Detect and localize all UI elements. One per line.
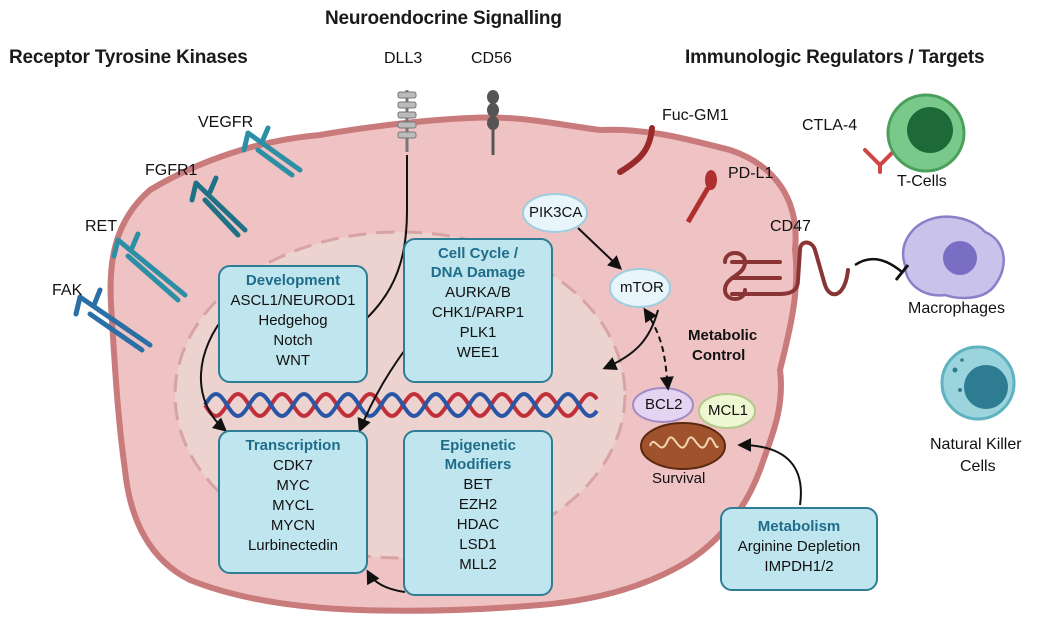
mtor-node	[609, 268, 671, 308]
macrophage-icon	[901, 215, 1005, 300]
fgfr1-receptor-icon	[189, 175, 248, 238]
label-pdl1: PD-L1	[728, 165, 774, 182]
metabolism-list: Arginine Depletion IMPDH1/2	[722, 537, 876, 577]
mitochondrion-icon	[640, 422, 726, 470]
cd47-inhibit-bar	[894, 264, 910, 281]
label-fgfr1: FGFR1	[145, 162, 198, 179]
label-control: Control	[692, 347, 746, 364]
pik3ca-node	[522, 193, 588, 233]
development-to-transcription-arrow	[199, 311, 229, 432]
list-item: BET	[463, 476, 493, 493]
list-item: Hedgehog	[258, 312, 328, 329]
label-pik3ca: PIK3CA	[529, 204, 583, 221]
pdl1-icon	[685, 170, 717, 224]
label-metabolic: Metabolic	[688, 327, 758, 344]
fucgm1-icon	[617, 125, 655, 175]
list-item: PLK1	[459, 324, 497, 341]
label-dll3: DLL3	[384, 50, 423, 67]
label-survival: Survival	[652, 470, 706, 487]
list-item: HDAC	[456, 516, 500, 533]
label-ctla4: CTLA-4	[802, 117, 858, 134]
ctla4-icon	[863, 148, 897, 174]
mcl1-node	[698, 393, 756, 429]
cellcycle-list: AURKA/B CHK1/PARP1 PLK1 WEE1	[405, 283, 551, 363]
list-item: WEE1	[456, 344, 500, 361]
list-item: MYC	[276, 477, 310, 494]
label-cd47: CD47	[770, 218, 811, 235]
nk-cell-icon	[940, 345, 1016, 421]
list-item: MLL2	[459, 556, 497, 573]
transcription-title: Transcription	[245, 437, 341, 454]
header-receptor-tyrosine-kinases: Receptor Tyrosine Kinases	[9, 47, 248, 68]
dna-helix	[203, 392, 599, 418]
label-mtor: mTOR	[620, 279, 664, 296]
header-immunologic-regulators: Immunologic Regulators / Targets	[685, 47, 985, 68]
list-item: WNT	[275, 352, 311, 369]
cd47-icon	[722, 240, 850, 301]
label-natural-killer: Natural Killer	[930, 436, 1022, 453]
vegfr-receptor-icon	[241, 125, 303, 178]
list-item: Notch	[273, 332, 313, 349]
pik3ca-to-mtor-arrow	[577, 227, 623, 270]
label-vegfr: VEGFR	[198, 114, 254, 131]
cd56-receptor-icon	[487, 90, 499, 155]
list-item: IMPDH1/2	[764, 558, 834, 575]
label-t-cells: T-Cells	[897, 173, 947, 190]
epigenetic-to-transcription-arrow	[366, 569, 406, 593]
list-item: CDK7	[272, 457, 313, 474]
transcription-box: Transcription CDK7 MYC MYCL MYCN Lurbine…	[218, 430, 368, 574]
cellcycle-box: Cell Cycle / DNA Damage AURKA/B CHK1/PAR…	[403, 238, 553, 383]
transcription-list: CDK7 MYC MYCL MYCN Lurbinectedin	[220, 456, 366, 556]
list-item: EZH2	[458, 496, 498, 513]
epigenetic-title: Epigenetic Modifiers	[440, 437, 516, 473]
list-item: ASCL1/NEUROD1	[230, 292, 356, 309]
label-ret: RET	[85, 218, 117, 235]
ret-receptor-icon	[111, 231, 188, 303]
development-list: ASCL1/NEUROD1 Hedgehog Notch WNT	[220, 291, 366, 371]
metabolism-title: Metabolism	[757, 518, 841, 535]
cd47-to-macrophage-inhibit	[854, 257, 903, 273]
list-item: MYCN	[270, 517, 316, 534]
fak-receptor-icon	[73, 287, 153, 353]
epigenetic-list: BET EZH2 HDAC LSD1 MLL2	[405, 475, 551, 575]
label-bcl2: BCL2	[645, 396, 683, 413]
dll3-receptor-icon	[397, 90, 417, 152]
mtor-to-mitochondria-arrow	[643, 307, 674, 391]
label-nk-cells: Cells	[960, 458, 996, 475]
list-item: CHK1/PARP1	[431, 304, 525, 321]
cellcycle-title: Cell Cycle / DNA Damage	[430, 245, 526, 281]
metabolism-box: Metabolism Arginine Depletion IMPDH1/2	[720, 507, 878, 591]
epigenetic-box: Epigenetic Modifiers BET EZH2 HDAC LSD1 …	[403, 430, 553, 596]
label-cd56: CD56	[471, 50, 512, 67]
list-item: Arginine Depletion	[737, 538, 861, 555]
metabolism-to-mitochondria-arrow	[737, 438, 802, 506]
t-cell-icon	[886, 93, 966, 173]
header-neuroendocrine-signalling: Neuroendocrine Signalling	[325, 8, 562, 29]
list-item: AURKA/B	[445, 284, 511, 301]
development-title: Development	[245, 272, 341, 289]
label-fucgm1: Fuc-GM1	[662, 107, 729, 124]
list-item: MYCL	[272, 497, 314, 514]
list-item: LSD1	[459, 536, 497, 553]
label-fak: FAK	[52, 282, 83, 299]
label-mcl1: MCL1	[708, 402, 749, 419]
development-box: Development ASCL1/NEUROD1 Hedgehog Notch…	[218, 265, 368, 383]
list-item: Lurbinectedin	[247, 537, 339, 554]
label-macrophages: Macrophages	[908, 300, 1005, 317]
